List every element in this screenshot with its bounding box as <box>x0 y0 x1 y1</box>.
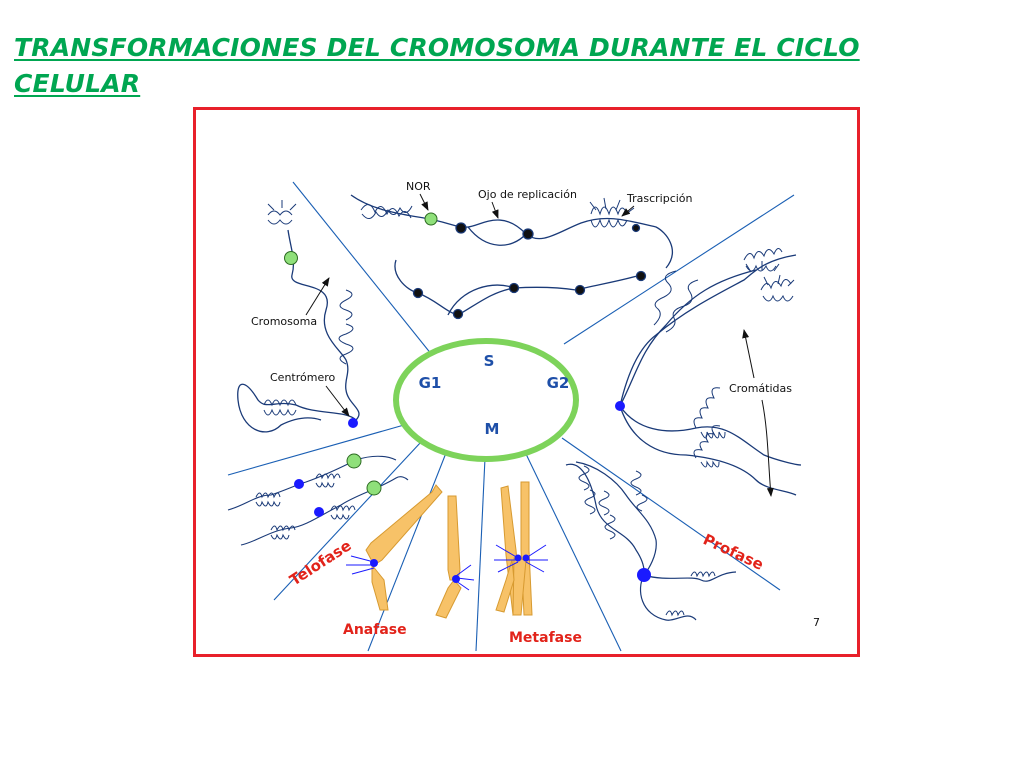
page-number: 7 <box>813 616 820 629</box>
replication-eye-label: Ojo de replicación <box>478 188 577 201</box>
phase-g2-label: G2 <box>547 374 570 392</box>
transcription-label: Trascripción <box>626 192 693 205</box>
s-phase-replication-chromatin <box>350 194 673 320</box>
prophase-chromosome <box>565 461 737 621</box>
anaphase-chromatids <box>346 484 475 619</box>
telophase-label: Telofase <box>286 536 354 589</box>
phase-s-label: S <box>484 352 495 370</box>
nor-label: NOR <box>406 180 431 193</box>
phase-g1-label: G1 <box>419 374 442 392</box>
cell-cycle-figure: S G1 G2 M <box>193 107 860 657</box>
slide-title: TRANSFORMACIONES DEL CROMOSOMA DURANTE E… <box>14 30 1014 102</box>
g2-chromatids <box>615 248 802 496</box>
slide-title-line-1: TRANSFORMACIONES DEL CROMOSOMA DURANTE E… <box>14 33 860 62</box>
metaphase-chromosomes <box>494 481 548 616</box>
g1-chromosome <box>237 200 360 433</box>
centromere-label: Centrómero <box>270 371 336 384</box>
cell-cycle-ring: S G1 G2 M <box>393 338 579 462</box>
slide-title-line-2: CELULAR <box>14 69 141 98</box>
anaphase-label: Anafase <box>343 622 407 638</box>
telophase-chromosomes <box>227 453 409 546</box>
cell-cycle-diagram: S G1 G2 M <box>227 180 820 652</box>
metaphase-label: Metafase <box>509 630 582 646</box>
phase-m-label: M <box>485 420 500 438</box>
sector-dividers <box>227 181 795 652</box>
chromosome-label: Cromosoma <box>251 315 317 328</box>
chromatids-label: Cromátidas <box>729 382 792 395</box>
prophase-label: Profase <box>700 530 766 574</box>
